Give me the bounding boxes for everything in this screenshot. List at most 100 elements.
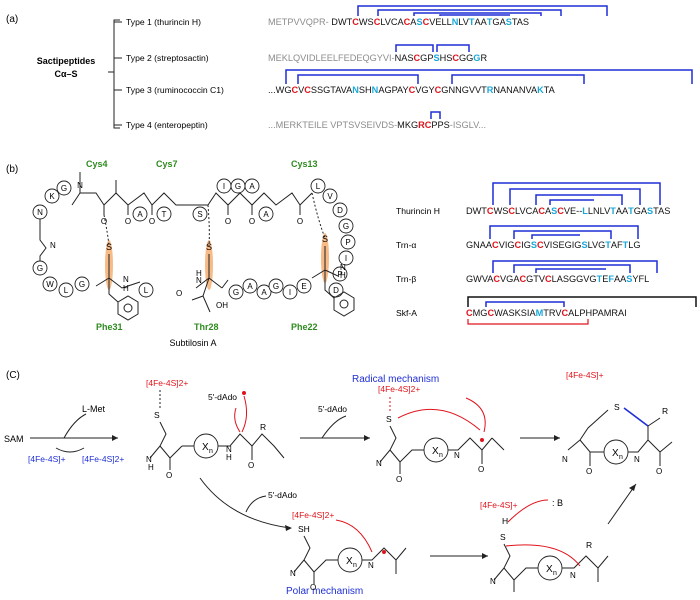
- sequence-segment: M: [473, 308, 481, 318]
- atom-n: N: [290, 569, 296, 578]
- sequence-segment: TAS: [512, 17, 529, 27]
- sequence-segment: VELL: [429, 17, 451, 27]
- xn-label: X: [432, 446, 439, 457]
- residue: I: [289, 288, 291, 297]
- atom-n: N: [376, 459, 382, 468]
- polar-structure-2: [4Fe-4S]+ : B H S X n R N N: [480, 498, 609, 592]
- sequence-segment: C: [557, 206, 564, 216]
- sequence-segment: K: [537, 85, 544, 95]
- atom-o: O: [101, 217, 107, 226]
- sequence-segment: YFL: [632, 274, 649, 284]
- atom-o: O: [225, 217, 231, 226]
- residue: D: [337, 206, 343, 215]
- sequence-segment: C: [291, 85, 298, 95]
- residue: A: [249, 182, 255, 191]
- sequence-segment: G: [473, 53, 480, 63]
- curved-arrow: [321, 415, 347, 439]
- sequence-segment: S: [626, 274, 632, 284]
- residue: I: [223, 182, 225, 191]
- type-4-name: Type 4 (enteropeptin): [126, 120, 208, 130]
- trn-beta-sequence: GWVACVGACGTVCLASGGVGTEFAASYFL: [466, 274, 649, 284]
- panel-a: (a) Sactipeptides Cα–S Type 1 (thurincin…: [6, 5, 693, 130]
- electron-arrow: [507, 499, 549, 523]
- sequence-segment: A: [545, 206, 552, 216]
- radical-dot: [382, 550, 386, 554]
- sequence-segment: C: [409, 85, 416, 95]
- sequence-segment: T: [597, 274, 603, 284]
- phe31-bonds: [95, 254, 141, 303]
- type-4-sequence: ...MERKTEILE VPTSVSEIVDS-MKGRCPPS-ISGLV.…: [268, 120, 486, 130]
- thr28-label: Thr28: [194, 322, 219, 332]
- atom-h: H: [340, 271, 346, 280]
- skf-a-name: Skf-A: [396, 308, 417, 318]
- sequence-segment: VGA: [500, 274, 520, 284]
- panel-b: (b) Cys4 Cys7 Cys13 Phe31 Thr28 Phe22 N …: [6, 159, 697, 348]
- radical-arrow: [397, 408, 481, 431]
- sequence-segment: LVCA: [515, 206, 539, 216]
- sequence-segment: C: [304, 85, 311, 95]
- sequence-segment: LV: [458, 17, 469, 27]
- sequence-segment: S: [416, 17, 422, 27]
- sequence-segment: TA: [544, 85, 556, 95]
- thioether-link: [103, 214, 110, 247]
- backbone: [293, 535, 338, 584]
- sequence-segment: S: [531, 240, 537, 250]
- benzene-ring: [117, 295, 139, 321]
- skf-a-sequence: CMGCWASKSIAMTRVCALPHPAMRAI: [466, 308, 627, 318]
- residue: P: [345, 238, 350, 247]
- phe31-label: Phe31: [96, 322, 123, 332]
- sulfur-atom: S: [500, 532, 506, 542]
- curved-arrow: [245, 495, 267, 513]
- sequence-segment: S: [647, 206, 653, 216]
- radical-dot: [480, 438, 484, 442]
- sequence-segment: C: [538, 206, 545, 216]
- phe22-label: Phe22: [291, 322, 318, 332]
- residue: A: [261, 288, 267, 297]
- sequence-segment: S: [551, 206, 557, 216]
- xn-label: X: [346, 556, 353, 567]
- product-structure: [4Fe-4S]+ S X n R N O N O: [562, 370, 673, 476]
- sequence-segment: R: [418, 120, 425, 130]
- aromatic-circle: [123, 303, 133, 313]
- sequence-segment: C: [352, 17, 359, 27]
- atom-n: N: [123, 275, 129, 284]
- cys4-label: Cys4: [86, 159, 108, 169]
- atom-h: H: [123, 284, 129, 293]
- residue: W: [46, 280, 54, 289]
- atom-o: O: [586, 467, 592, 476]
- thurincin-h-sequence: DWTCWSCLVCACASCVE--LLNLVTAATGASTAS: [466, 206, 670, 216]
- trn-beta-name: Trn-β: [396, 274, 416, 284]
- sequence-segment: VISEGIG: [544, 240, 582, 250]
- atom-n: N: [570, 571, 576, 580]
- panel-a-side-title-2: Cα–S: [54, 69, 77, 79]
- sequence-segment: S: [581, 240, 587, 250]
- reaction-arrow: [199, 477, 291, 529]
- radical-mechanism-title: Radical mechanism: [352, 374, 439, 385]
- fes-2plus-label: [4Fe-4S]2+: [292, 510, 334, 520]
- residue: G: [79, 280, 85, 289]
- panel-a-side-title-1: Sactipeptides: [37, 56, 96, 66]
- residues-right: D G P I P: [332, 202, 356, 282]
- residue: D: [333, 286, 339, 295]
- atom-o: O: [248, 461, 254, 470]
- type-3-sequence: ...WGCVCSSGTAVANSHNAGPAYCVGYCGNNGVVTRNAN…: [268, 85, 556, 95]
- sequence-segment: C: [562, 308, 569, 318]
- type-1-linkages: [357, 5, 608, 16]
- arrowhead: [364, 435, 370, 441]
- sequence-segment: T: [628, 206, 634, 216]
- polar-structure-1: [4Fe-4S]2+ SH X n N O N: [290, 510, 407, 592]
- atom-o: O: [478, 465, 484, 474]
- xn-label: X: [612, 448, 619, 459]
- sequence-segment: MKG: [397, 120, 418, 130]
- atom-n: N: [146, 455, 152, 464]
- arrowhead: [112, 435, 118, 441]
- sequence-segment: VE: [564, 206, 576, 216]
- sequence-segment: C: [404, 17, 411, 27]
- sulfur-atom: S: [154, 410, 160, 420]
- backbone: [218, 433, 285, 460]
- arrowhead: [482, 553, 488, 559]
- residues-bottom: L G A A G I E D: [138, 278, 344, 300]
- sequence-segment: C: [435, 85, 442, 95]
- sequence-segment: F: [608, 274, 614, 284]
- atom-h: H: [196, 269, 202, 278]
